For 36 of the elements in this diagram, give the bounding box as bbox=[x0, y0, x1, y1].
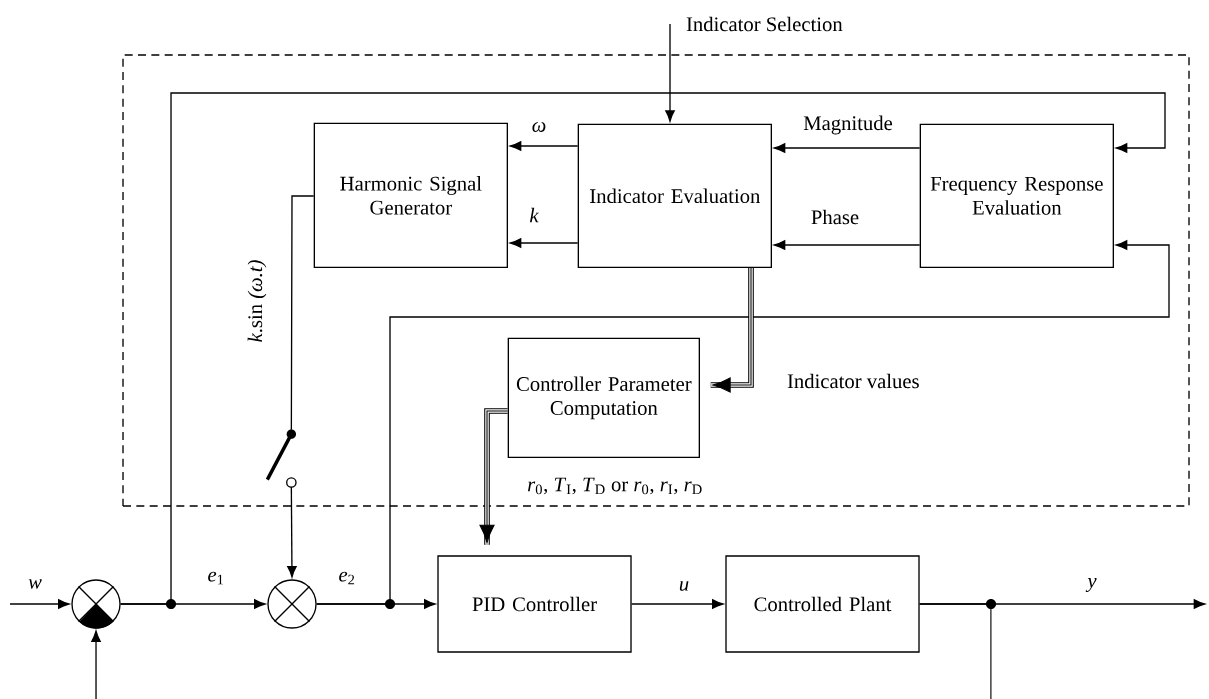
edge-label: Indicator Selection bbox=[686, 16, 843, 32]
arrow bbox=[91, 630, 101, 699]
arrow bbox=[287, 486, 297, 578]
edge-label: ω bbox=[532, 122, 546, 132]
arrow bbox=[631, 599, 724, 609]
edge-label: k.sin (ω.t) bbox=[247, 260, 267, 342]
arrow bbox=[665, 23, 675, 122]
edge-label: Indicator values bbox=[787, 373, 919, 389]
process-box: Harmonic Signal Generator bbox=[313, 122, 508, 268]
edge-label: r$_{0}$, T$_{I}$, T$_{D}$ or r$_{0}$, r$_{I}$, r$_{D}$ bbox=[528, 477, 702, 495]
edge-label: e$_{1}$ bbox=[208, 571, 223, 585]
arrow bbox=[509, 238, 579, 248]
edge-label: k bbox=[530, 207, 539, 223]
arrow bbox=[773, 143, 921, 153]
triple-line-arrow bbox=[479, 408, 509, 545]
summing-junction bbox=[71, 579, 121, 629]
edge-label: Magnitude bbox=[803, 115, 893, 135]
process-box: Frequency Response Evaluation bbox=[919, 123, 1114, 268]
edge-label: e$_{2}$ bbox=[339, 571, 355, 585]
arrow bbox=[9, 599, 70, 609]
edge-label: u bbox=[679, 581, 689, 591]
edge-label: y bbox=[1085, 578, 1097, 592]
edge-label: Phase bbox=[811, 209, 859, 225]
process-box: PID Controller bbox=[437, 555, 632, 653]
arrow bbox=[773, 240, 921, 250]
edge-label: w bbox=[28, 579, 42, 589]
process-box: Controller Parameter Computation bbox=[507, 337, 700, 458]
triple-line-arrow bbox=[710, 267, 754, 393]
switch-symbol bbox=[265, 429, 297, 488]
arrow bbox=[316, 240, 1170, 605]
process-box: Indicator Evaluation bbox=[577, 123, 772, 268]
summing-junction bbox=[267, 579, 317, 629]
arrow bbox=[120, 92, 1166, 605]
process-box: Controlled Plant bbox=[725, 555, 920, 653]
arrow bbox=[509, 141, 579, 151]
dashed-boundary bbox=[122, 54, 1190, 507]
